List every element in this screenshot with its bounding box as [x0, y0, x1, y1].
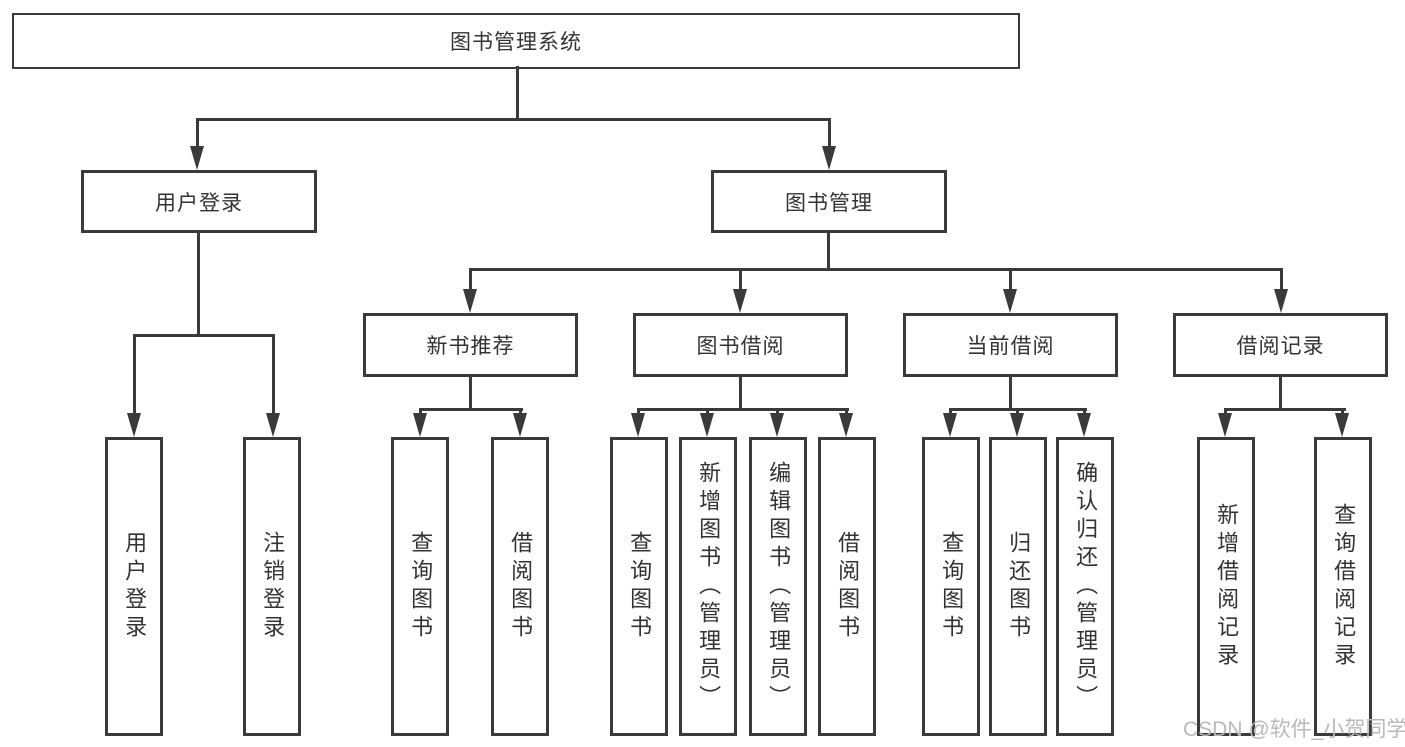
connector-vline: [197, 230, 200, 337]
arrowhead-down-icon: [631, 413, 645, 437]
leaf-add-book-admin: 新增图书（管理员）: [679, 437, 737, 736]
leaf-query-book-2: 查询图书: [610, 437, 668, 736]
leaf-borrow-book-1: 借阅图书: [491, 437, 549, 736]
node-book-borrow-label: 图书借阅: [696, 335, 785, 358]
arrowhead-down-icon: [839, 413, 853, 437]
leaf-query-book-1: 查询图书: [391, 437, 449, 736]
connector-vline: [1016, 408, 1019, 417]
leaf-query-book-3: 查询图书: [922, 437, 980, 736]
node-user-login: 用户登录: [81, 170, 317, 233]
arrowhead-down-icon: [733, 289, 747, 313]
leaf-query-book-3-label: 查询图书: [939, 530, 965, 643]
arrowhead-down-icon: [127, 413, 141, 437]
leaf-confirm-return-admin: 确认归还（管理员）: [1056, 437, 1114, 736]
node-root: 图书管理系统: [12, 13, 1020, 69]
connector-vline: [272, 334, 275, 416]
leaf-return-book-label: 归还图书: [1006, 530, 1032, 643]
arrowhead-down-icon: [266, 413, 280, 437]
leaf-logout-label: 注销登录: [260, 530, 286, 643]
leaf-add-borrow-record: 新增借阅记录: [1197, 437, 1255, 736]
connector-vline: [1224, 408, 1227, 417]
leaf-confirm-return-admin-label: 确认归还（管理员）: [1073, 460, 1099, 713]
connector-vline: [1083, 408, 1086, 417]
connector-vline: [776, 408, 779, 417]
csdn-watermark: CSDN @软件_小贺同学: [1183, 718, 1405, 741]
arrowhead-down-icon: [1003, 289, 1017, 313]
node-book-management-label: 图书管理: [785, 191, 873, 215]
connector-vline: [828, 118, 831, 148]
arrowhead-down-icon: [1335, 413, 1349, 437]
connector-hline: [637, 408, 849, 411]
leaf-user-login-label: 用户登录: [122, 530, 148, 643]
connector-vline: [739, 268, 742, 292]
node-book-borrow: 图书借阅: [633, 313, 848, 377]
leaf-borrow-book-1-label: 借阅图书: [508, 530, 534, 643]
connector-vline: [1280, 268, 1283, 292]
arrowhead-down-icon: [190, 146, 204, 170]
connector-vline: [845, 408, 848, 417]
leaf-logout: 注销登录: [243, 437, 301, 736]
connector-hline: [1224, 408, 1346, 411]
leaf-return-book: 归还图书: [989, 437, 1047, 736]
leaf-add-borrow-record-label: 新增借阅记录: [1214, 502, 1240, 671]
leaf-add-book-admin-label: 新增图书（管理员）: [696, 460, 722, 713]
node-current-borrow: 当前借阅: [903, 313, 1118, 377]
leaf-query-book-2-label: 查询图书: [627, 530, 653, 643]
connector-vline: [133, 334, 136, 416]
arrowhead-down-icon: [1274, 289, 1288, 313]
arrowhead-down-icon: [463, 289, 477, 313]
connector-vline: [419, 408, 422, 417]
node-user-login-label: 用户登录: [155, 191, 243, 215]
node-new-book-recommend-label: 新书推荐: [426, 335, 515, 358]
connector-vline: [637, 408, 640, 417]
arrowhead-down-icon: [822, 146, 836, 170]
arrowhead-down-icon: [513, 413, 527, 437]
node-current-borrow-label: 当前借阅: [966, 335, 1055, 358]
connector-vline: [516, 66, 519, 121]
connector-vline: [706, 408, 709, 417]
arrowhead-down-icon: [700, 413, 714, 437]
connector-vline: [1009, 374, 1012, 411]
connector-vline: [469, 268, 472, 292]
connector-hline: [133, 334, 275, 337]
leaf-user-login: 用户登录: [105, 437, 163, 736]
arrowhead-down-icon: [770, 413, 784, 437]
leaf-edit-book-admin: 编辑图书（管理员）: [749, 437, 807, 736]
connector-hline: [419, 408, 523, 411]
connector-vline: [196, 118, 199, 148]
arrowhead-down-icon: [1010, 413, 1024, 437]
connector-vline: [469, 374, 472, 411]
leaf-query-book-1-label: 查询图书: [408, 530, 434, 643]
arrowhead-down-icon: [1218, 413, 1232, 437]
connector-vline: [1341, 408, 1344, 417]
leaf-borrow-book-2: 借阅图书: [818, 437, 876, 736]
leaf-edit-book-admin-label: 编辑图书（管理员）: [766, 460, 792, 713]
leaf-query-borrow-record-label: 查询借阅记录: [1331, 502, 1357, 671]
arrowhead-down-icon: [1077, 413, 1091, 437]
connector-vline: [739, 374, 742, 411]
node-borrow-record: 借阅记录: [1173, 313, 1388, 377]
leaf-query-borrow-record: 查询借阅记录: [1314, 437, 1372, 736]
leaf-borrow-book-2-label: 借阅图书: [835, 530, 861, 643]
connector-vline: [1009, 268, 1012, 292]
connector-hline: [469, 268, 1283, 271]
node-new-book-recommend: 新书推荐: [363, 313, 578, 377]
connector-vline: [949, 408, 952, 417]
connector-hline: [196, 118, 831, 121]
arrowhead-down-icon: [943, 413, 957, 437]
node-borrow-record-label: 借阅记录: [1236, 335, 1325, 358]
connector-vline: [519, 408, 522, 417]
node-book-management: 图书管理: [711, 170, 947, 233]
node-root-label: 图书管理系统: [450, 31, 582, 54]
arrowhead-down-icon: [413, 413, 427, 437]
connector-vline: [1279, 374, 1282, 411]
connector-vline: [827, 230, 830, 271]
